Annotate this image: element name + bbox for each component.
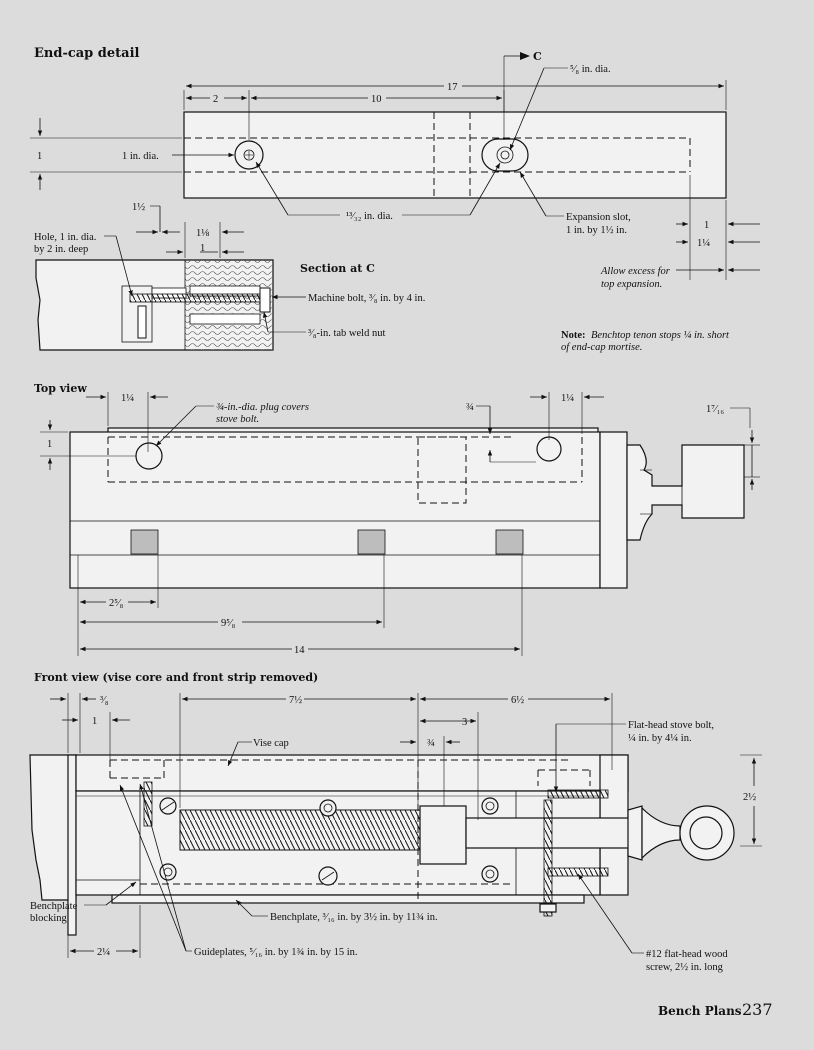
svg-text:1: 1 [92,716,97,727]
expansion-slot-label-2: 1 in. by 1½ in. [566,225,627,236]
svg-text:stove bolt.: stove bolt. [216,414,259,425]
svg-text:1½: 1½ [132,202,145,213]
svg-text:2: 2 [213,94,218,105]
plug-left-icon [135,442,163,470]
svg-text:C: C [533,50,542,63]
allow-excess-label-2: top expansion. [601,279,662,290]
svg-text:1⁷⁄₁₆: 1⁷⁄₁₆ [706,404,724,415]
section-at-c-drawing [35,259,274,351]
plug-right-icon [536,436,562,462]
end-cap-title: End-cap detail [34,46,140,61]
end-cap-left-dim: 1 [30,118,182,190]
svg-text:1¼: 1¼ [697,238,710,249]
svg-text:2½: 2½ [743,792,756,803]
svg-text:¾: ¾ [427,738,435,749]
svg-text:17: 17 [447,82,458,93]
svg-text:9⁵⁄₈: 9⁵⁄₈ [221,618,236,629]
front-view-drawing [29,754,735,936]
section-at-c-title: Section at C [300,262,375,275]
hole-label-2: by 2 in. deep [34,244,88,255]
expansion-slot-label-1: Expansion slot, [566,212,631,223]
expansion-slot-icon [481,138,529,172]
note-line-1: Benchtop tenon stops ¼ in. short [591,330,730,341]
svg-text:1¼: 1¼ [561,393,574,404]
thirteen-32-dia-label: ¹³⁄₃₂ in. dia. [346,211,393,222]
top-view-dims: 1¼ ¾-in.-dia. plug covers stove bolt. ¾ … [40,392,760,656]
section-mark-c: C [503,50,542,112]
flat-head-label-1: Flat-head stove bolt, [628,720,714,731]
svg-text:¾: ¾ [466,402,474,413]
svg-text:1: 1 [37,151,42,162]
front-view-dims: ³⁄₈ 7½ 6½ 1 3 ¾ 2½ 2¼ [50,693,762,958]
svg-text:³⁄₈: ³⁄₈ [100,695,109,706]
top-view-drawing [69,427,745,589]
five-eighths-dia-label: ⁵⁄₈ in. dia. [570,64,611,75]
tab-weld-nut-label: ³⁄₈-in. tab weld nut [308,328,385,339]
flat-head-label-2: ¼ in. by 4¼ in. [628,733,692,744]
svg-text:10: 10 [371,94,382,105]
svg-text:6½: 6½ [511,695,524,706]
section-top-dims: 1½ 1⅛ 1 [132,202,244,258]
machine-bolt-label: Machine bolt, ³⁄₈ in. by 4 in. [308,293,425,304]
allow-excess-label-1: Allow excess for [600,266,671,277]
svg-text:14: 14 [294,645,305,656]
benchplate-blocking-label-2: blocking [30,913,67,924]
svg-text:1⅛: 1⅛ [196,228,209,239]
page-number: 237 [742,1000,773,1019]
end-cap-right-dims: 1 1¼ [676,175,760,280]
svg-text:¾-in.-dia. plug covers: ¾-in.-dia. plug covers [216,402,309,413]
screw-label-1: #12 flat-head wood [646,949,728,960]
svg-text:2¼: 2¼ [97,947,110,958]
hole-label-1: Hole, 1 in. dia. [34,232,96,243]
note-line-2: of end-cap mortise. [561,342,642,353]
svg-text:7½: 7½ [289,695,302,706]
end-cap-plan [183,111,727,199]
svg-text:2⁵⁄₈: 2⁵⁄₈ [109,598,124,609]
svg-text:1: 1 [200,243,205,254]
front-view-title: Front view (vise core and front strip re… [34,671,318,684]
end-cap-top-dims: 2 10 17 [183,80,727,140]
svg-text:3: 3 [462,717,467,728]
vise-cap-label: Vise cap [253,738,289,749]
benchplate-label: Benchplate, ³⁄₁₆ in. by 3½ in. by 11¾ in… [270,912,438,923]
svg-text:1: 1 [704,220,709,231]
svg-text:1¼: 1¼ [121,393,134,404]
svg-text:1: 1 [47,439,52,450]
top-view-title: Top view [34,382,87,395]
note-label: Note: [561,330,586,341]
screw-label-2: screw, 2½ in. long [646,962,724,973]
guideplates-label: Guideplates, ⁵⁄₁₆ in. by 1¾ in. by 15 in… [194,947,358,958]
footer-book-title: Bench Plans [658,1004,742,1018]
one-in-dia-label: 1 in. dia. [122,151,159,162]
benchplate-blocking-label-1: Benchplate [30,901,78,912]
